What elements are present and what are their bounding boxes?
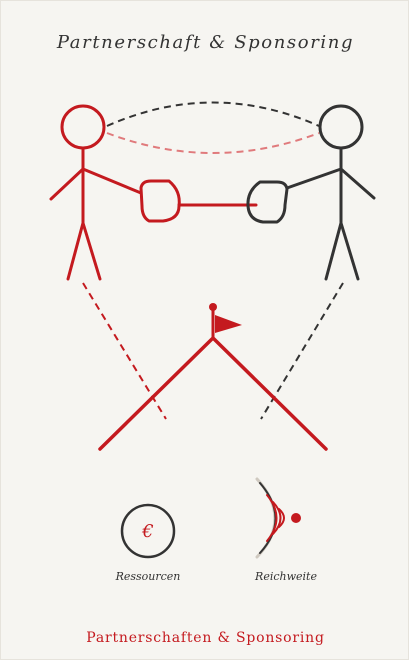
connection-arc-bottom (106, 132, 320, 154)
reach-label: Reichweite (254, 570, 317, 583)
summit-mountain (98, 336, 328, 451)
page-title: Partnerschaft & Sponsoring (56, 32, 355, 53)
connection-arc-top (106, 101, 320, 127)
reach-icon (255, 477, 301, 559)
right-partner-figure (285, 104, 376, 281)
summit-flag-icon (209, 303, 242, 338)
euro-icon: € (120, 503, 176, 559)
handshake-icon (139, 179, 289, 224)
left-partner-figure (49, 104, 143, 281)
resources-label: Ressourcen (115, 570, 181, 583)
partnerships-link[interactable]: Partnerschaften & Sponsoring (86, 630, 325, 646)
euro-symbol: € (141, 521, 153, 542)
